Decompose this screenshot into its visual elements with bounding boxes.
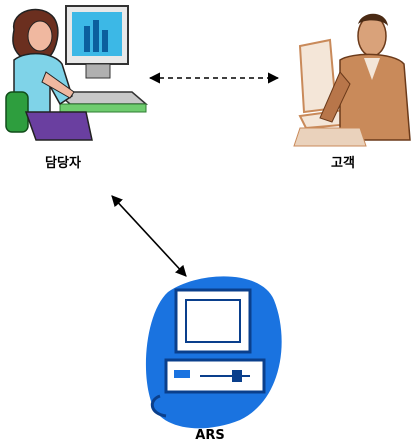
- businessman-at-computer-icon: [293, 13, 411, 147]
- ars-label: ARS: [195, 428, 225, 443]
- person-at-computer-icon: [5, 5, 149, 141]
- staff-label: 담당자: [45, 156, 81, 171]
- customer-label: 고객: [331, 156, 355, 171]
- computer-system-icon: [145, 276, 282, 429]
- edge-staff-ars: [111, 195, 187, 277]
